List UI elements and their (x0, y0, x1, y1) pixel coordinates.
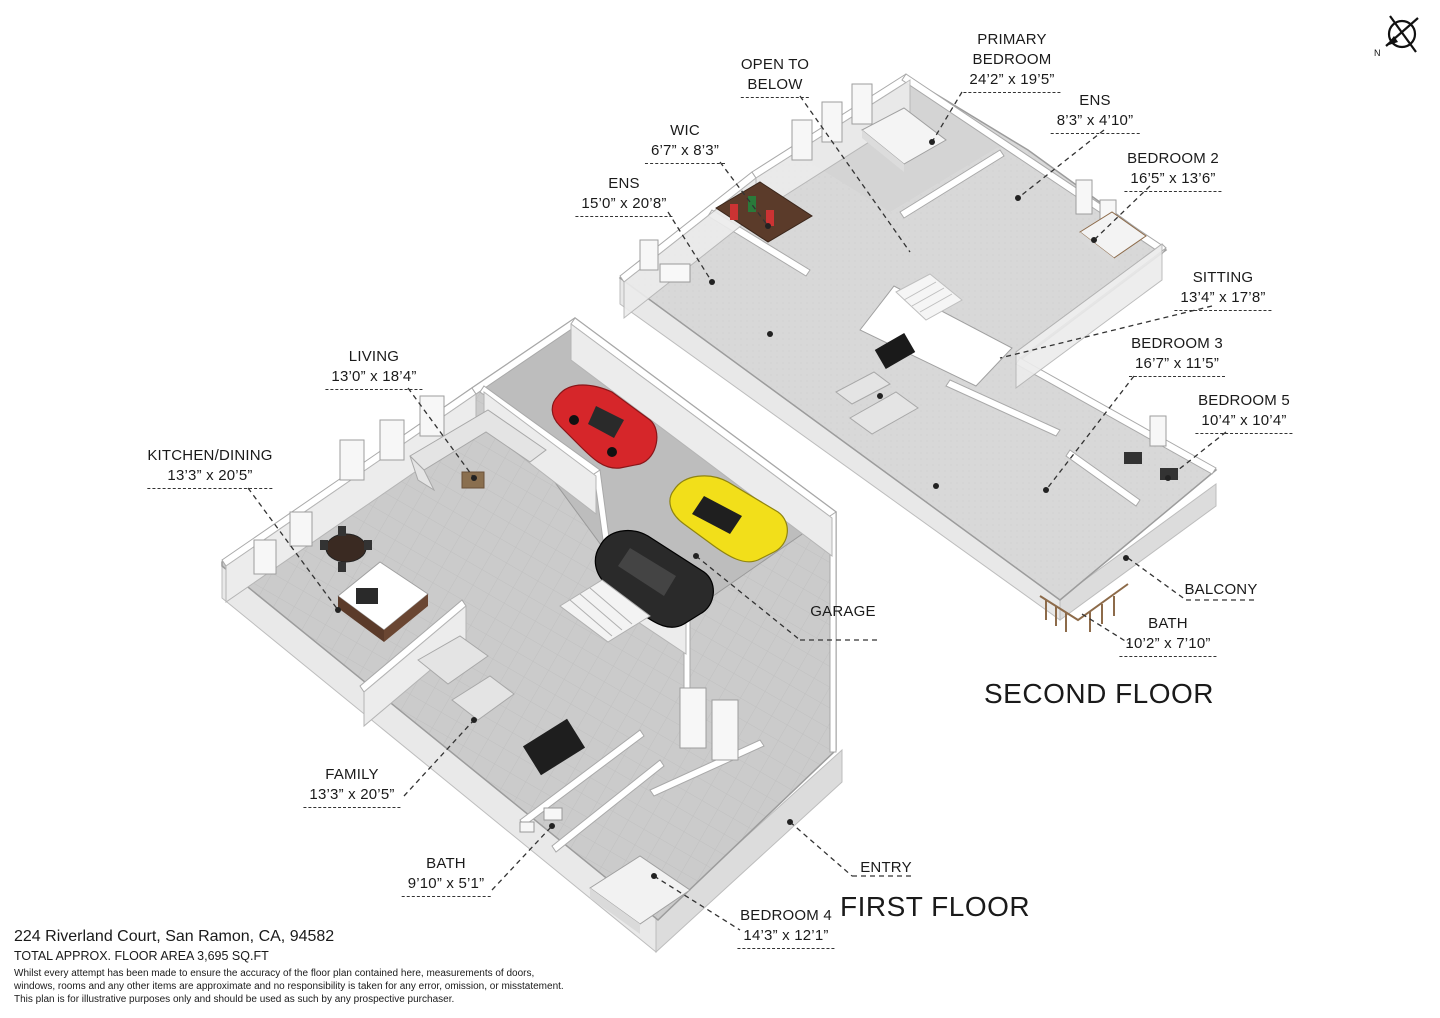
room-name: BEDROOM 2 (1127, 150, 1219, 167)
room-markers (335, 139, 1171, 879)
label-kitchen-dining: KITCHEN/DINING 13’3” x 20’5” (147, 446, 273, 489)
kitchen-island (337, 561, 429, 642)
property-address: 224 Riverland Court, San Ramon, CA, 9458… (14, 928, 335, 945)
first-floor-title: FIRST FLOOR (840, 891, 1031, 922)
label-bath-lower: BATH 9’10” x 5’1” (401, 854, 491, 897)
room-dimensions: 14’3” x 12’1” (737, 926, 835, 949)
room-dimensions: 8’3” x 4’10” (1050, 111, 1140, 134)
label-bedroom4: BEDROOM 4 14’3” x 12’1” (737, 906, 835, 949)
room-dimensions: 13’3” x 20’5” (147, 466, 273, 489)
first-floor-stairs (559, 579, 651, 643)
room-name: BELOW (740, 75, 810, 98)
disclaimer-line: This plan is for illustrative purposes o… (14, 994, 455, 1005)
room-name: BEDROOM (972, 51, 1052, 68)
compass-icon: N (1372, 12, 1424, 60)
room-name: BEDROOM 4 (740, 907, 832, 924)
room-dimensions: 10’4” x 10’4” (1195, 411, 1293, 434)
primary-bed (861, 107, 947, 172)
label-open-to-below: OPEN TO BELOW (740, 55, 810, 98)
room-name: ENS (1079, 92, 1111, 109)
bedroom2-bed (1079, 211, 1147, 266)
room-dimensions: 9’10” x 5’1” (401, 874, 491, 897)
car-red (551, 384, 658, 469)
room-dimensions: 24’2” x 19’5” (963, 70, 1061, 93)
room-dimensions: 15’0” x 20’8” (575, 194, 673, 217)
room-dimensions: 10’2” x 7’10” (1119, 634, 1217, 657)
disclaimer-line: windows, rooms and any other items are a… (14, 981, 564, 992)
living-sofa (409, 409, 547, 492)
wic-shelves (715, 181, 813, 243)
room-dimensions: 16’5” x 13’6” (1124, 169, 1222, 192)
room-name: LIVING (348, 348, 400, 365)
room-dimensions: 13’0” x 18’4” (325, 367, 423, 390)
family-sofa (417, 635, 515, 721)
room-dimensions: 13’4” x 17’8” (1174, 288, 1272, 311)
label-bedroom5: BEDROOM 5 10’4” x 10’4” (1195, 391, 1293, 434)
car-black (594, 529, 714, 628)
label-sitting: SITTING 13’4” x 17’8” (1174, 268, 1272, 311)
label-bedroom2: BEDROOM 2 16’5” x 13’6” (1124, 149, 1222, 192)
label-ens-upper: ENS 8’3” x 4’10” (1050, 91, 1140, 134)
room-name: KITCHEN/DINING (147, 447, 273, 464)
total-floor-area: TOTAL APPROX. FLOOR AREA 3,695 SQ.FT (14, 949, 269, 963)
disclaimer-line: Whilst every attempt has been made to en… (14, 968, 535, 979)
room-name: GARAGE (810, 603, 876, 620)
label-bath-upper: BATH 10’2” x 7’10” (1119, 614, 1217, 657)
label-bedroom3: BEDROOM 3 16’7” x 11’5” (1128, 334, 1226, 377)
room-name: BEDROOM 5 (1198, 392, 1290, 409)
north-label: N (1374, 48, 1381, 58)
label-garage: GARAGE (810, 602, 875, 622)
label-family: FAMILY 13’3” x 20’5” (303, 765, 401, 808)
bedroom4-bed (589, 855, 691, 934)
label-primary-bedroom: PRIMARY BEDROOM 24’2” x 19’5” (963, 30, 1061, 93)
car-yellow (669, 475, 788, 563)
label-balcony: BALCONY (1184, 580, 1257, 600)
first-floor-plan (221, 317, 843, 954)
room-name: OPEN TO (740, 56, 810, 73)
room-name: FAMILY (325, 766, 379, 783)
room-dimensions: 6’7” x 8’3” (644, 141, 726, 164)
room-name: PRIMARY (977, 31, 1047, 48)
label-wic: WIC 6’7” x 8’3” (644, 121, 726, 164)
room-name: BATH (426, 855, 466, 872)
second-floor-title: SECOND FLOOR (984, 678, 1215, 709)
room-name: BEDROOM 3 (1131, 335, 1223, 352)
room-dimensions: 16’7” x 11’5” (1128, 354, 1226, 377)
room-name: ENS (608, 175, 640, 192)
room-name: ENTRY (860, 859, 912, 876)
room-name: WIC (670, 122, 700, 139)
room-name: BALCONY (1184, 581, 1258, 598)
disclaimer: Whilst every attempt has been made to en… (14, 967, 634, 1006)
label-living: LIVING 13’0” x 18’4” (325, 347, 423, 390)
label-entry: ENTRY (860, 858, 912, 878)
open-to-below-void (859, 285, 1013, 387)
dining-table (320, 526, 372, 572)
second-floor-plan (618, 73, 1218, 632)
label-ens-primary: ENS 15’0” x 20’8” (575, 174, 673, 217)
room-name: BATH (1148, 615, 1188, 632)
leader-lines (247, 91, 1256, 931)
room-name: SITTING (1192, 269, 1254, 286)
room-dimensions: 13’3” x 20’5” (303, 785, 401, 808)
